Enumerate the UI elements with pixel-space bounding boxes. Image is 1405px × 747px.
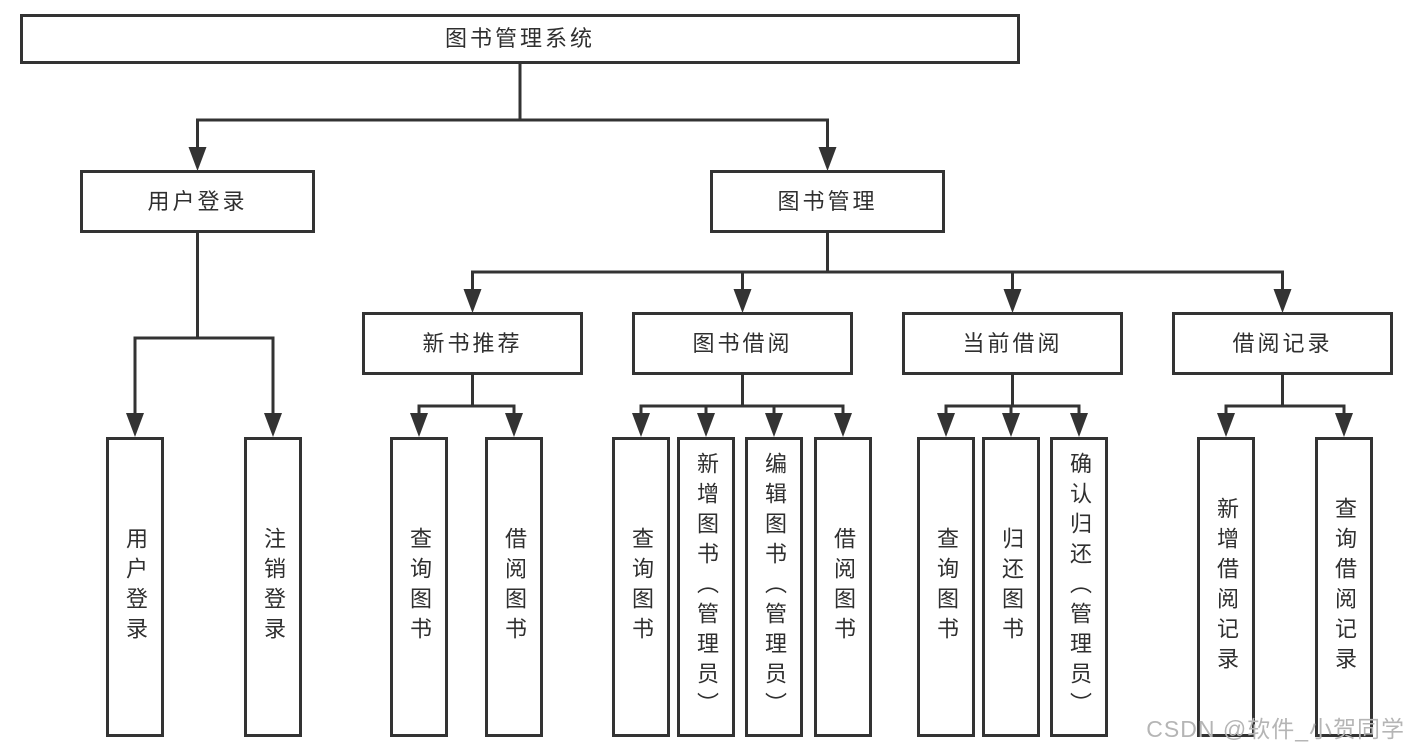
leaf-add-book-admin: 新增图书（管理员） (677, 437, 735, 737)
leaf-logout-login: 注销登录 (244, 437, 302, 737)
leaf-query-book-recommend: 查询图书 (390, 437, 448, 737)
leaf-query-borrow-record: 查询借阅记录 (1315, 437, 1373, 737)
leaf-return-book: 归还图书 (982, 437, 1040, 737)
leaf-add-borrow-record: 新增借阅记录 (1197, 437, 1255, 737)
arrowhead (818, 147, 837, 171)
arrowhead (264, 413, 282, 437)
leaf-user-login: 用户登录 (106, 437, 164, 737)
arrowhead (1273, 289, 1292, 313)
node-borrow-record: 借阅记录 (1172, 312, 1393, 375)
arrowhead (188, 147, 207, 171)
node-book-management: 图书管理 (710, 170, 945, 233)
arrowhead (1003, 289, 1022, 313)
arrowhead (733, 289, 752, 313)
leaf-borrow-book-recommend: 借阅图书 (485, 437, 543, 737)
leaf-borrow-book: 借阅图书 (814, 437, 872, 737)
arrowhead (1217, 413, 1235, 437)
arrowhead (463, 289, 482, 313)
arrowhead (126, 413, 144, 437)
arrowhead (834, 413, 852, 437)
arrowhead (1002, 413, 1020, 437)
leaf-confirm-return-admin: 确认归还（管理员） (1050, 437, 1108, 737)
leaf-edit-book-admin: 编辑图书（管理员） (745, 437, 803, 737)
arrowhead (765, 413, 783, 437)
arrowhead (505, 413, 523, 437)
node-current-borrow: 当前借阅 (902, 312, 1123, 375)
node-library-system: 图书管理系统 (20, 14, 1020, 64)
node-new-book-recommend: 新书推荐 (362, 312, 583, 375)
arrowhead (1070, 413, 1088, 437)
arrowhead (1335, 413, 1353, 437)
leaf-query-book-current: 查询图书 (917, 437, 975, 737)
arrowhead (632, 413, 650, 437)
arrowhead (410, 413, 428, 437)
csdn-watermark: CSDN @软件_小贺同学 (1146, 716, 1405, 742)
arrowhead (697, 413, 715, 437)
node-user-login: 用户登录 (80, 170, 315, 233)
leaf-query-book-borrow: 查询图书 (612, 437, 670, 737)
arrowhead (937, 413, 955, 437)
node-book-borrow: 图书借阅 (632, 312, 853, 375)
